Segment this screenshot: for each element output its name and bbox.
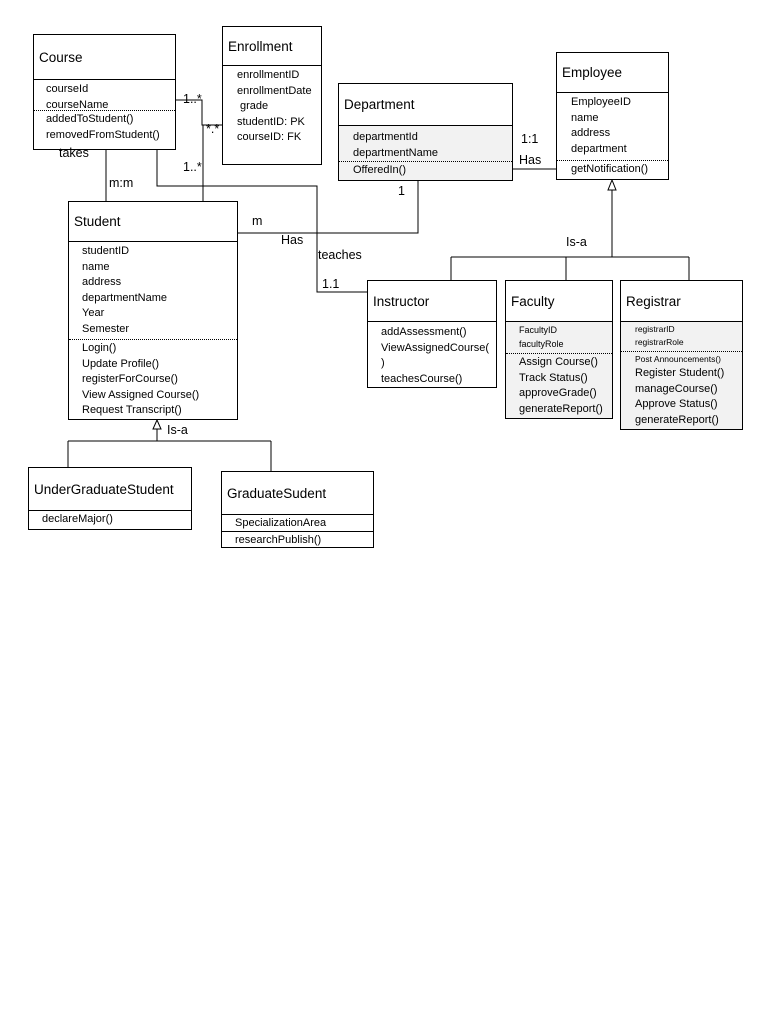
- attribute: departmentName: [82, 291, 167, 304]
- association-label: Has: [281, 233, 304, 247]
- class-name: Instructor: [373, 293, 430, 309]
- operation: View Assigned Course(): [82, 388, 200, 401]
- class-enrollment: Enrollment enrollmentID enrollmentDate g…: [222, 26, 322, 165]
- employee-generalization-arrow: [607, 178, 617, 191]
- association-label: Has: [519, 153, 542, 167]
- class-name: Student: [74, 214, 121, 229]
- operation: Login(): [82, 342, 117, 354]
- student-department-link: [238, 180, 419, 234]
- course-enrollment-link: [175, 99, 222, 126]
- generalization-label: Is-a: [566, 235, 587, 249]
- attribute: Year: [82, 307, 105, 319]
- operation: Track Status(): [519, 371, 588, 384]
- class-employee: Employee EmployeeID name address departm…: [556, 52, 669, 180]
- multiplicity-label: m: [252, 214, 263, 228]
- attribute: name: [571, 111, 599, 124]
- attribute: address: [571, 127, 611, 139]
- attribute: departmentId: [353, 131, 418, 143]
- class-faculty: Faculty FacultyID facultyRole Assign Cou…: [505, 280, 613, 419]
- class-registrar: Registrar registrarID registrarRole Post…: [620, 280, 743, 430]
- operation: addAssessment(): [381, 326, 467, 338]
- course-instructor-link: [156, 149, 367, 293]
- operation: Register Student(): [635, 367, 725, 379]
- attribute: studentID: [82, 245, 130, 257]
- multiplicity-label: 1:1: [521, 132, 539, 146]
- multiplicity-label: 1..*: [183, 92, 202, 106]
- operation: getNotification(): [571, 163, 649, 175]
- generalization-label: Is-a: [167, 423, 188, 437]
- operation: Assign Course(): [519, 356, 598, 368]
- class-name: Enrollment: [228, 38, 293, 54]
- attribute: studentID: PK: [237, 115, 305, 128]
- class-name: UnderGraduateStudent: [34, 481, 174, 497]
- attribute: registrarRole: [635, 337, 684, 347]
- attribute: enrollmentDate: [237, 84, 312, 97]
- multiplicity-label: 1..*: [183, 160, 202, 174]
- attribute: courseID: FK: [237, 131, 302, 143]
- operation: removedFromStudent(): [46, 128, 160, 141]
- operation: registerForCourse(): [82, 373, 178, 385]
- student-generalization-arrow: [152, 418, 162, 430]
- operation: Update Profile(): [82, 357, 160, 370]
- attribute: Semester: [82, 322, 130, 335]
- attribute: grade: [240, 100, 269, 112]
- operation: generateReport(): [519, 402, 603, 415]
- class-name: Department: [344, 97, 415, 112]
- attribute: registrarID: [635, 324, 675, 334]
- class-student: Student studentID name address departmen…: [68, 201, 238, 420]
- multiplicity-label: 1.1: [322, 277, 340, 291]
- operation: approveGrade(): [519, 387, 597, 399]
- operation: teachesCourse(): [381, 372, 463, 385]
- operation: Request Transcript(): [82, 404, 182, 416]
- attribute: enrollmentID: [237, 69, 300, 81]
- multiplicity-label: *.*: [206, 122, 220, 136]
- association-label: teaches: [318, 248, 362, 262]
- operation: manageCourse(): [635, 382, 718, 395]
- operation: generateReport(): [635, 413, 719, 426]
- class-name: Employee: [562, 65, 623, 80]
- operation: Approve Status(): [635, 398, 718, 410]
- association-label: takes: [59, 146, 89, 160]
- class-instructor: Instructor addAssessment() ViewAssignedC…: [367, 280, 497, 388]
- operation: addedToStudent(): [46, 113, 134, 125]
- attribute: name: [82, 260, 110, 273]
- operation: Post Announcements(): [635, 354, 721, 364]
- class-course: Course courseId courseName addedToStuden…: [33, 34, 176, 150]
- operation: researchPublish(): [235, 534, 322, 546]
- class-name: Course: [39, 49, 83, 65]
- multiplicity-label: m:m: [109, 176, 134, 190]
- attribute: courseId: [46, 83, 89, 95]
- class-name: GraduateSudent: [227, 485, 327, 501]
- class-undergraduate-student: UnderGraduateStudent declareMajor(): [28, 467, 192, 530]
- attribute: FacultyID: [519, 325, 558, 335]
- class-name: Faculty: [511, 293, 555, 309]
- operation: ViewAssignedCourse(: [381, 341, 490, 354]
- operation: OfferedIn(): [353, 164, 406, 176]
- attribute: address: [82, 276, 122, 288]
- attribute: departmentName: [353, 146, 438, 159]
- attribute: courseName: [46, 98, 109, 111]
- class-name: Registrar: [626, 293, 681, 309]
- multiplicity-label: 1: [398, 184, 405, 198]
- operation: ): [381, 357, 385, 369]
- attribute: facultyRole: [519, 339, 564, 349]
- operation: declareMajor(): [42, 513, 113, 525]
- attribute: EmployeeID: [571, 96, 631, 108]
- attribute: department: [571, 142, 627, 155]
- attribute: SpecializationArea: [235, 517, 327, 529]
- class-department: Department departmentId departmentName O…: [338, 83, 513, 181]
- class-graduate-student: GraduateSudent SpecializationArea resear…: [221, 471, 374, 548]
